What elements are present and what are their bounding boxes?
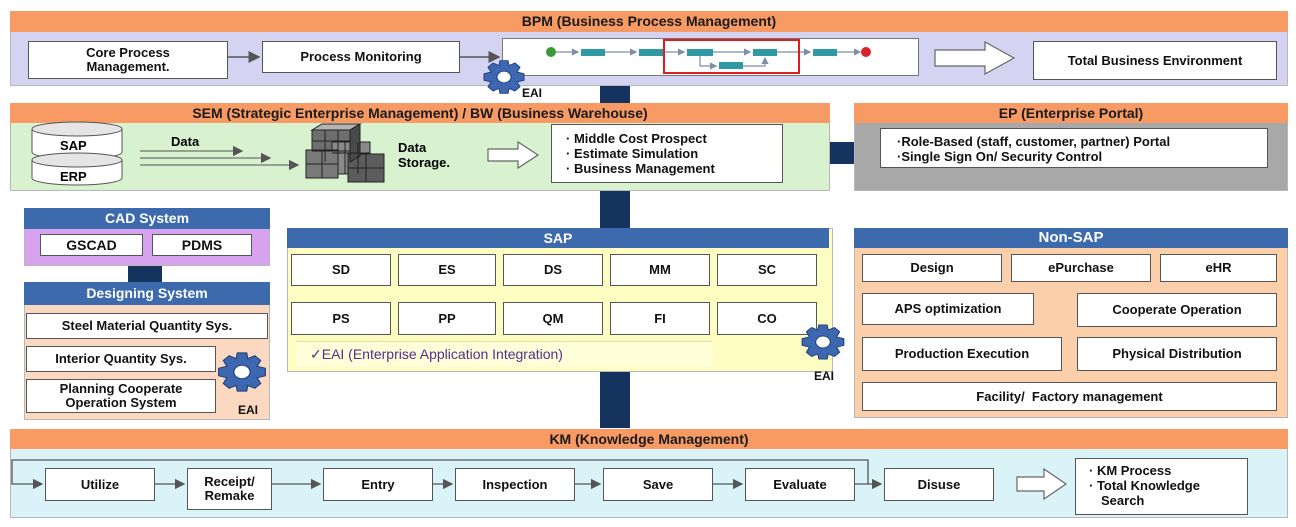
connector-pillar-cad [128, 266, 162, 282]
km-summary-1: · KM Process [1089, 463, 1172, 478]
gear-icon-bpm [483, 60, 525, 94]
cooperate-operation-box[interactable]: Cooperate Operation [1077, 293, 1277, 327]
pdms-box[interactable]: PDMS [152, 234, 252, 256]
design-box[interactable]: Design [862, 254, 1002, 282]
process-monitoring-box[interactable]: Process Monitoring [262, 41, 460, 73]
km-summary-2: · Total Knowledge [1089, 478, 1200, 493]
ep-header: EP (Enterprise Portal) [854, 103, 1288, 123]
km-step-save[interactable]: Save [603, 468, 713, 501]
erp-database-label: ERP [60, 169, 87, 184]
total-business-environment-box[interactable]: Total Business Environment [1033, 41, 1277, 80]
sem-bullet-2: · Estimate Simulation [566, 146, 699, 161]
aps-optimization-box[interactable]: APS optimization [862, 293, 1034, 325]
sap-module-pp[interactable]: PP [398, 302, 496, 335]
ehr-box[interactable]: eHR [1160, 254, 1277, 282]
sem-bullet-box: · Middle Cost Prospect · Estimate Simula… [551, 124, 783, 183]
gscad-box[interactable]: GSCAD [40, 234, 143, 256]
sap-module-sd[interactable]: SD [291, 254, 391, 286]
sap-database-icon [31, 121, 123, 160]
planning-cooperate-box[interactable]: Planning Cooperate Operation System [26, 379, 216, 413]
sap-module-sc[interactable]: SC [717, 254, 817, 286]
physical-distribution-box[interactable]: Physical Distribution [1077, 337, 1277, 371]
sap-database-label: SAP [60, 138, 87, 153]
ep-bullet-2: ·Single Sign On/ Security Control [897, 149, 1103, 164]
data-storage-label: Data Storage. [398, 140, 451, 170]
sap-module-mm[interactable]: MM [610, 254, 710, 286]
facility-factory-management-box[interactable]: Facility/ Factory management [862, 382, 1277, 411]
sap-header: SAP [287, 228, 829, 248]
process-flow-diagram [502, 38, 919, 76]
sap-eai-label: EAI [814, 369, 835, 383]
km-step-inspection[interactable]: Inspection [455, 468, 575, 501]
connector-pillar-bottom [600, 372, 630, 428]
interior-quantity-box[interactable]: Interior Quantity Sys. [26, 346, 216, 372]
sem-header: SEM (Strategic Enterprise Management) / … [10, 103, 830, 123]
core-process-management-box[interactable]: Core Process Management. [28, 41, 228, 79]
nonsap-header: Non-SAP [854, 228, 1288, 248]
bpm-eai-label: EAI [522, 86, 543, 100]
sap-eai-note [296, 341, 712, 367]
sap-module-co[interactable]: CO [717, 302, 817, 335]
connector-pillar-top [600, 84, 630, 104]
data-label: Data [171, 134, 200, 149]
km-summary-3: Search [1101, 493, 1145, 508]
designing-eai-label: EAI [238, 403, 259, 417]
km-step-disuse[interactable]: Disuse [884, 468, 994, 501]
sap-eai-note-text: ✓EAI (Enterprise Application Integration… [310, 346, 563, 362]
gear-icon-sap [801, 324, 845, 360]
km-summary-box: · KM Process · Total Knowledge Search [1075, 458, 1248, 515]
sap-module-es[interactable]: ES [398, 254, 496, 286]
km-header: KM (Knowledge Management) [10, 429, 1288, 449]
sem-bullet-3: · Business Management [566, 161, 715, 176]
connector-pillar-middle [600, 190, 630, 228]
sem-bullet-1: · Middle Cost Prospect [566, 131, 707, 146]
steel-material-quantity-box[interactable]: Steel Material Quantity Sys. [26, 313, 268, 339]
sap-module-ds[interactable]: DS [503, 254, 603, 286]
sap-module-fi[interactable]: FI [610, 302, 710, 335]
connector-pillar-ep [830, 142, 854, 164]
cad-header: CAD System [24, 208, 270, 229]
sap-module-qm[interactable]: QM [503, 302, 603, 335]
ep-bullet-box: ·Role-Based (staff, customer, partner) P… [880, 128, 1268, 168]
designing-header: Designing System [24, 282, 270, 305]
production-execution-box[interactable]: Production Execution [862, 337, 1062, 371]
sap-module-ps[interactable]: PS [291, 302, 391, 335]
km-step-evaluate[interactable]: Evaluate [745, 468, 855, 501]
km-step-entry[interactable]: Entry [323, 468, 433, 501]
bpm-header: BPM (Business Process Management) [10, 11, 1288, 32]
erp-database-icon [31, 152, 123, 186]
km-step-receipt-remake[interactable]: Receipt/ Remake [187, 468, 272, 510]
epurchase-box[interactable]: ePurchase [1011, 254, 1151, 282]
data-cube-icon [305, 123, 385, 183]
ep-bullet-1: ·Role-Based (staff, customer, partner) P… [897, 134, 1171, 149]
gear-icon-designing [218, 352, 266, 392]
km-step-utilize[interactable]: Utilize [45, 468, 155, 501]
